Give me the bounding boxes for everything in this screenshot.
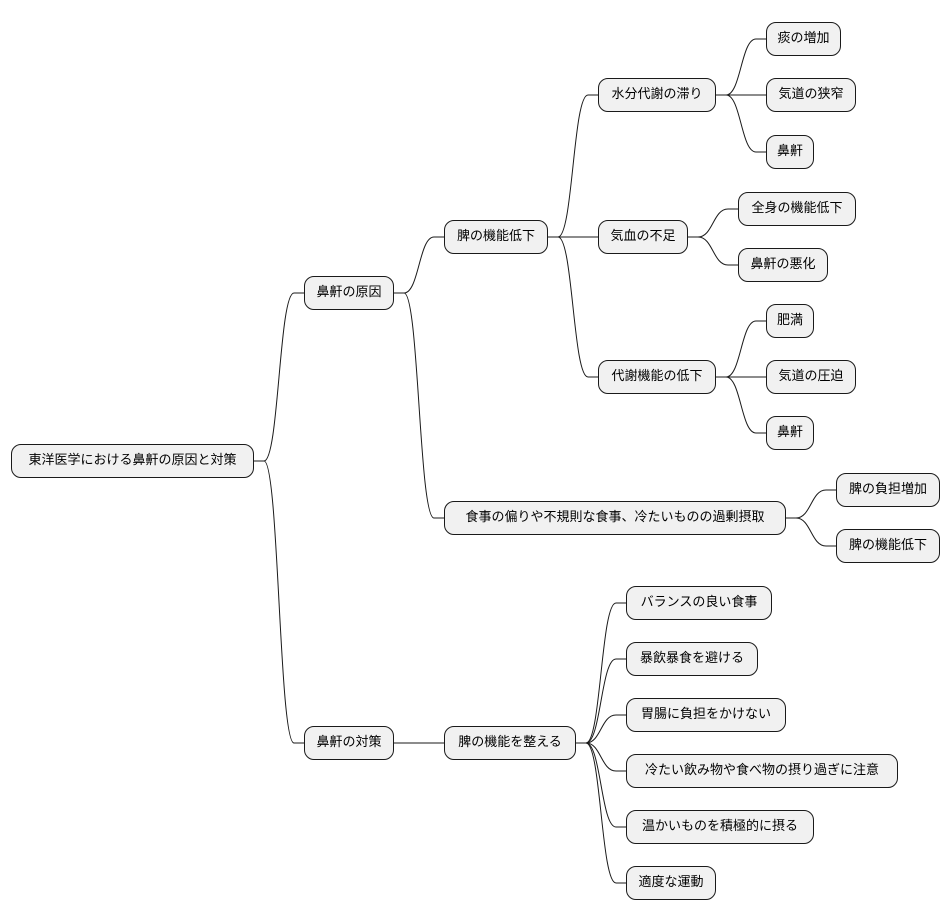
obesity-node: 肥満 <box>766 304 814 338</box>
root-node: 東洋医学における鼻鼾の原因と対策 <box>11 444 254 478</box>
edge-diet-node-to-spleen-decline-node-2 <box>786 517 836 547</box>
phlegm-increase-node: 痰の増加 <box>766 22 841 56</box>
qi-blood-deficiency-node: 気血の不足 <box>598 220 688 254</box>
airway-narrowing-node: 気道の狭窄 <box>766 78 856 112</box>
airway-compression-node: 気道の圧迫 <box>766 360 856 394</box>
systemic-decline-node: 全身の機能低下 <box>738 192 856 226</box>
edge-metabolism-decline-node-to-snoring-node-2 <box>716 376 766 434</box>
edge-regulate-spleen-node-to-balanced-diet-node <box>576 602 626 744</box>
snoring-node-2: 鼻鼾 <box>766 416 814 450</box>
edge-regulate-spleen-node-to-avoid-overeating-node <box>576 658 626 744</box>
edge-water-stagnation-node-to-phlegm-increase-node <box>716 38 766 96</box>
edge-diet-node-to-spleen-burden-node <box>786 489 836 519</box>
edge-root-node-to-cause-node <box>254 292 304 462</box>
spleen-decline-node-2: 脾の機能低下 <box>836 529 940 563</box>
edge-qi-blood-deficiency-node-to-snoring-worsening-node <box>688 236 738 266</box>
metabolism-decline-node: 代謝機能の低下 <box>598 360 716 394</box>
cold-food-caution-node: 冷たい飲み物や食べ物の摂り過ぎに注意 <box>626 754 898 788</box>
edge-spleen-decline-node-to-metabolism-decline-node <box>548 236 598 378</box>
edge-regulate-spleen-node-to-exercise-node <box>576 742 626 884</box>
warm-food-node: 温かいものを積極的に摂る <box>626 810 814 844</box>
cause-node: 鼻鼾の原因 <box>304 276 394 310</box>
edge-spleen-decline-node-to-water-stagnation-node <box>548 94 598 238</box>
countermeasure-node: 鼻鼾の対策 <box>304 726 394 760</box>
edge-regulate-spleen-node-to-gentle-stomach-node <box>576 714 626 744</box>
snoring-node-1: 鼻鼾 <box>766 135 814 169</box>
balanced-diet-node: バランスの良い食事 <box>626 586 772 620</box>
regulate-spleen-node: 脾の機能を整える <box>444 726 576 760</box>
exercise-node: 適度な運動 <box>626 866 716 900</box>
spleen-burden-node: 脾の負担増加 <box>836 473 940 507</box>
edge-cause-node-to-diet-node <box>394 292 444 519</box>
edge-regulate-spleen-node-to-cold-food-caution-node <box>576 742 626 772</box>
edge-qi-blood-deficiency-node-to-systemic-decline-node <box>688 208 738 238</box>
snoring-worsening-node: 鼻鼾の悪化 <box>738 248 828 282</box>
diet-node: 食事の偏りや不規則な食事、冷たいものの過剰摂取 <box>444 501 786 535</box>
avoid-overeating-node: 暴飲暴食を避ける <box>626 642 758 676</box>
edge-water-stagnation-node-to-snoring-node-1 <box>716 94 766 153</box>
edge-root-node-to-countermeasure-node <box>254 460 304 744</box>
edge-cause-node-to-spleen-decline-node <box>394 236 444 294</box>
gentle-stomach-node: 胃腸に負担をかけない <box>626 698 786 732</box>
water-stagnation-node: 水分代謝の滞り <box>598 78 716 112</box>
edge-metabolism-decline-node-to-obesity-node <box>716 320 766 378</box>
spleen-decline-node: 脾の機能低下 <box>444 220 548 254</box>
